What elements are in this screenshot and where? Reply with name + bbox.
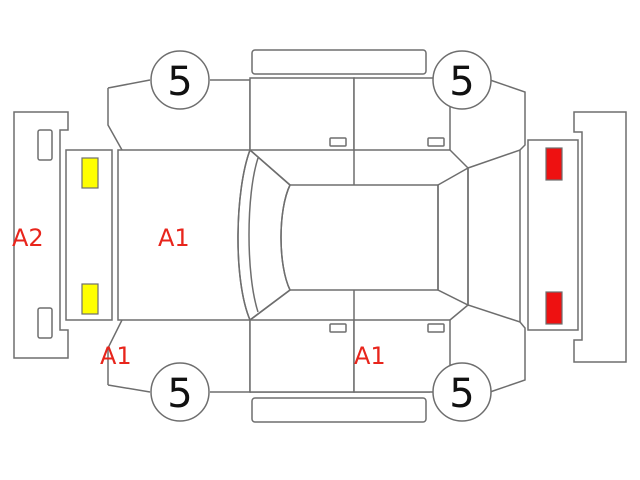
damage-code-hood: A1 <box>158 224 190 252</box>
headlight-left <box>81 157 99 189</box>
trunk-panel <box>467 148 521 324</box>
windshield <box>237 148 291 322</box>
damage-code-front-left-fender: A1 <box>100 342 132 370</box>
tire-grade-front-right: 5 <box>167 371 192 417</box>
taillight-right <box>545 291 563 325</box>
taillight-left <box>545 147 563 181</box>
rear-window <box>437 166 469 307</box>
tire-grade-front-left: 5 <box>167 59 192 105</box>
tire-front-left: 5 <box>150 50 210 110</box>
damage-code-front-bumper: A2 <box>12 224 44 252</box>
rear-bumper <box>527 111 627 363</box>
tire-rear-left: 5 <box>432 50 492 110</box>
left-side-panels <box>107 49 526 186</box>
damage-code-left-rear-door: A1 <box>354 342 386 370</box>
roof-panel <box>280 184 439 291</box>
tire-front-right: 5 <box>150 362 210 422</box>
tire-grade-rear-right: 5 <box>449 371 474 417</box>
tire-rear-right: 5 <box>432 362 492 422</box>
headlight-right <box>81 283 99 315</box>
right-side-panels <box>107 289 526 423</box>
tire-grade-rear-left: 5 <box>449 59 474 105</box>
